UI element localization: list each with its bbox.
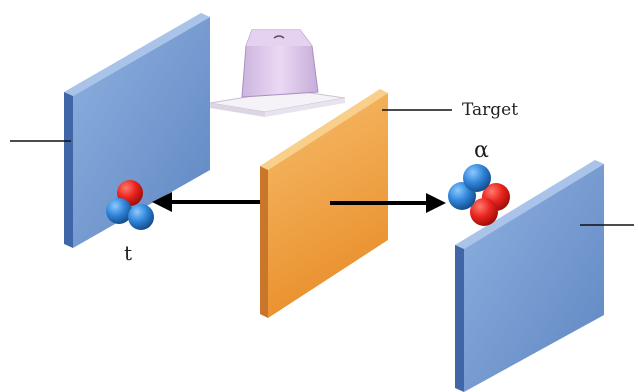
alpha-particle bbox=[448, 164, 510, 226]
alpha-label: α bbox=[474, 138, 489, 163]
target-label: Target bbox=[462, 100, 519, 120]
triton-particle bbox=[106, 180, 154, 230]
triton-arrow bbox=[152, 192, 260, 212]
right-detector bbox=[455, 160, 604, 392]
target bbox=[260, 89, 388, 318]
neutron-source bbox=[209, 29, 346, 117]
left-detector bbox=[64, 13, 210, 248]
alpha-arrow bbox=[330, 193, 446, 213]
triton-label: t bbox=[124, 241, 133, 265]
